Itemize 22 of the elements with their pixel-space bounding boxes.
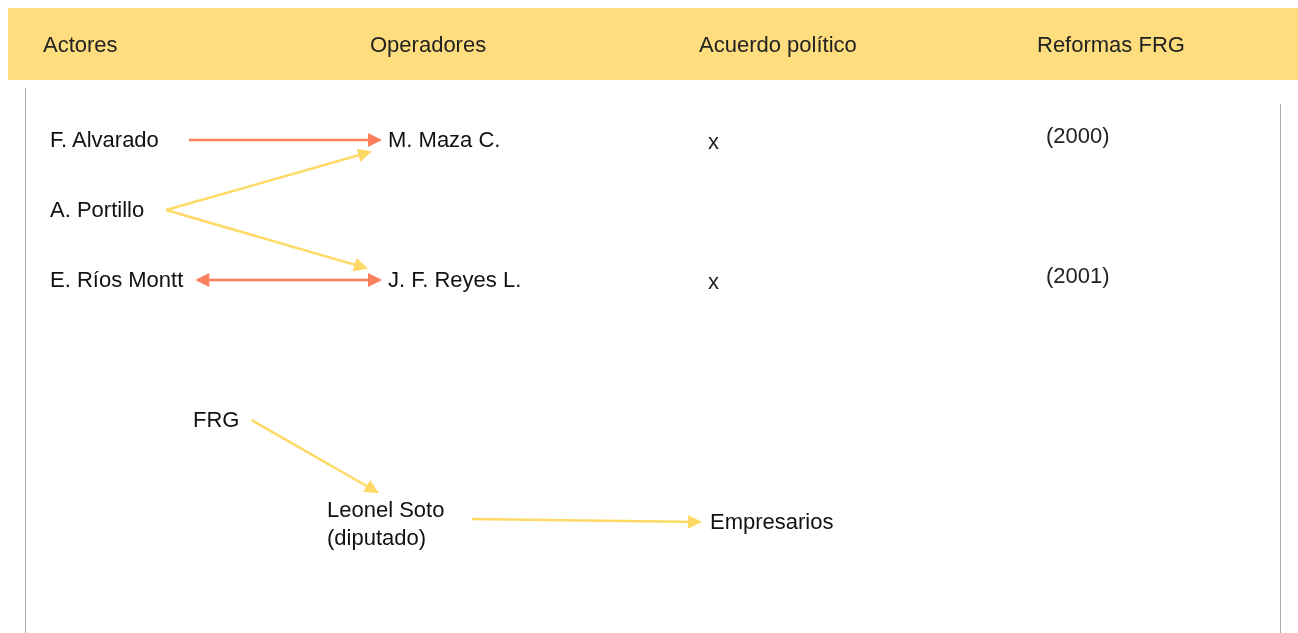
- arrow: [165, 148, 372, 212]
- node-text: M. Maza C.: [388, 126, 501, 154]
- node-text: J. F. Reyes L.: [388, 266, 522, 294]
- node-text: E. Ríos Montt: [50, 266, 184, 294]
- arrow: [250, 418, 379, 494]
- node-text: Leonel Soto (diputado): [327, 496, 452, 552]
- mark-text: x: [708, 128, 719, 156]
- node-text: F. Alvarado: [50, 126, 159, 154]
- mark-text: x: [708, 268, 719, 296]
- column-header: Actores: [43, 31, 118, 59]
- arrow: [165, 208, 368, 272]
- column-header: Reformas FRG: [1037, 31, 1185, 59]
- arrow: [195, 273, 382, 287]
- year-text: (2000): [1046, 122, 1110, 150]
- node-text: FRG: [193, 406, 240, 434]
- node-text: Empresarios: [710, 508, 834, 536]
- column-header: Acuerdo político: [699, 31, 857, 59]
- year-text: (2001): [1046, 262, 1110, 290]
- arrow: [472, 514, 702, 529]
- arrow: [188, 133, 382, 147]
- node-text: A. Portillo: [50, 196, 145, 224]
- column-header: Operadores: [370, 31, 487, 59]
